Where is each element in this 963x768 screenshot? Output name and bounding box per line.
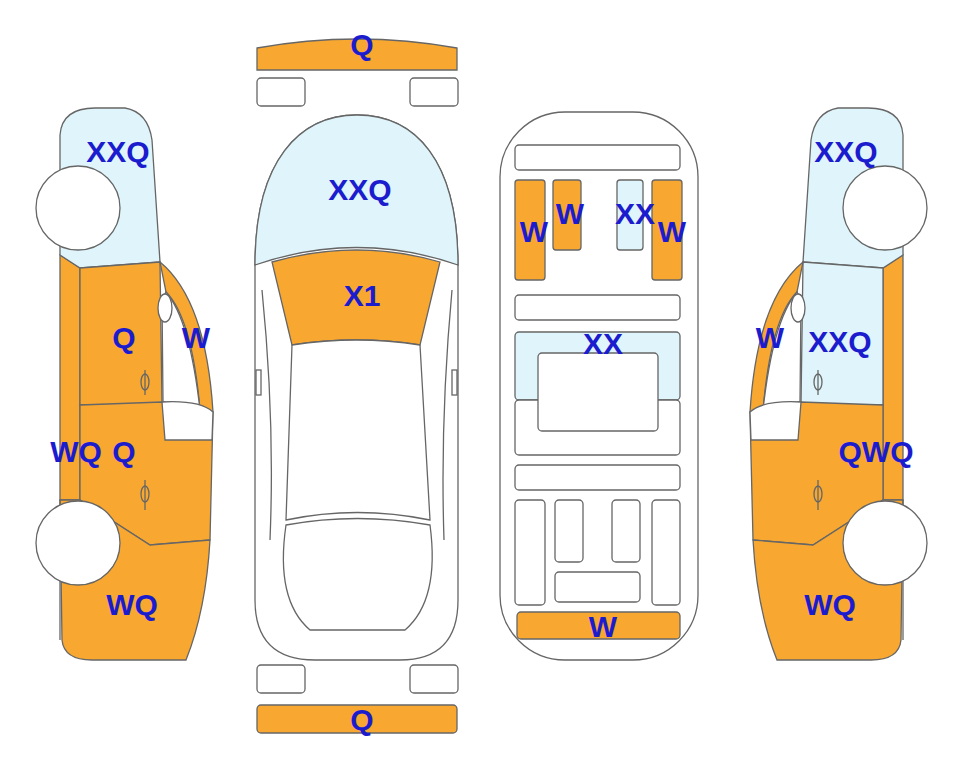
- damage-code: W: [520, 217, 548, 247]
- damage-code: QWQ: [839, 437, 914, 467]
- damage-code: WQ: [50, 437, 102, 467]
- damage-code: W: [658, 217, 686, 247]
- damage-code: XXQ: [86, 137, 149, 167]
- damage-code: W: [756, 323, 784, 353]
- damage-code: Q: [350, 30, 373, 60]
- damage-code: XXQ: [808, 327, 871, 357]
- damage-code: XXQ: [328, 175, 391, 205]
- damage-code: W: [182, 323, 210, 353]
- damage-code: XX: [615, 199, 655, 229]
- damage-code: XXQ: [814, 137, 877, 167]
- damage-code: W: [589, 612, 617, 642]
- damage-code: Q: [112, 323, 135, 353]
- damage-code: WQ: [106, 590, 158, 620]
- damage-code: WQ: [804, 590, 856, 620]
- damage-code: W: [556, 199, 584, 229]
- damage-code: X1: [344, 281, 381, 311]
- damage-code: XX: [583, 329, 623, 359]
- damage-code: Q: [350, 705, 373, 735]
- damage-code: Q: [112, 437, 135, 467]
